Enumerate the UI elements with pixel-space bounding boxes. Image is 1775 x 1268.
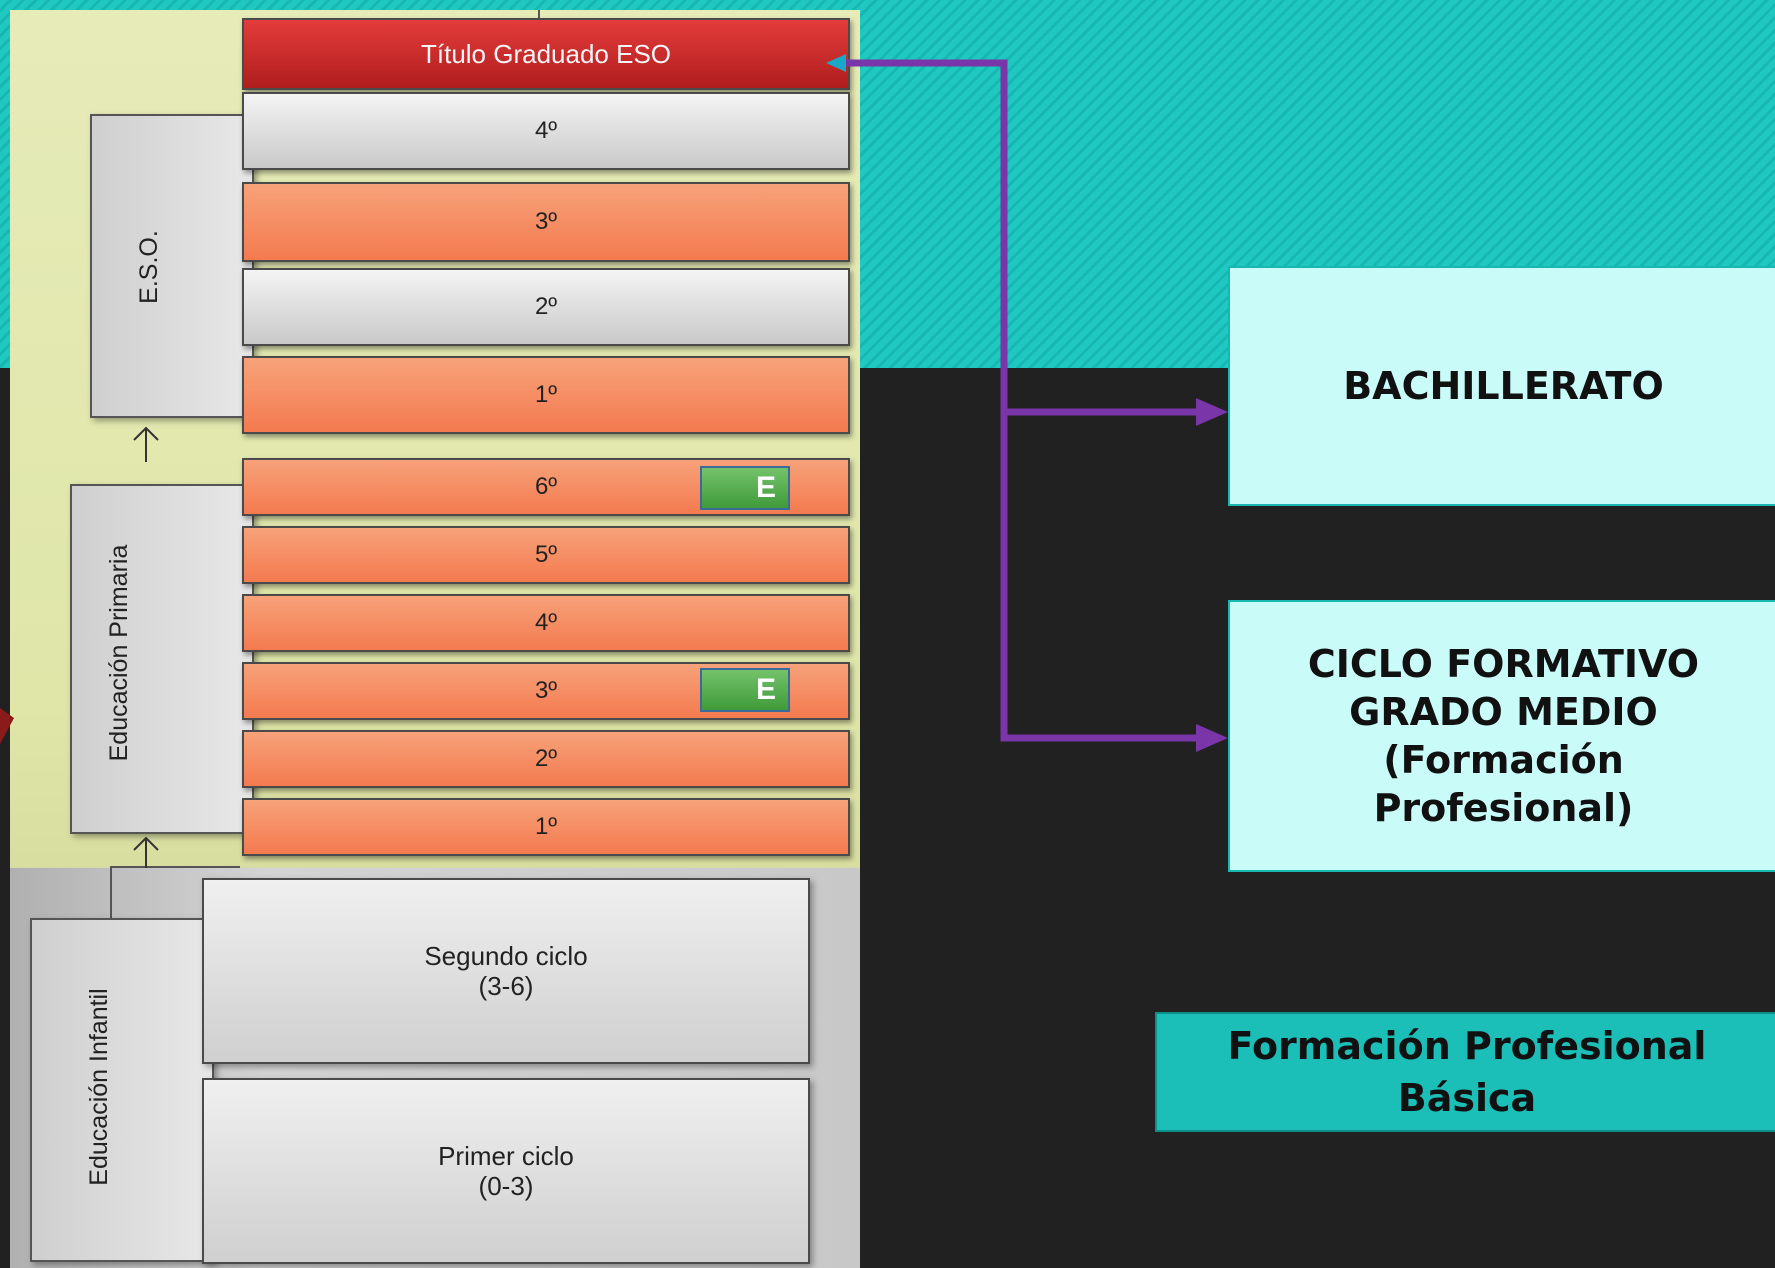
ciclo-label-line: (Formación — [1383, 738, 1624, 782]
eso-row-3: 3º — [242, 182, 850, 262]
left-edge-arrow-icon — [0, 708, 14, 744]
education-system-diagram: E.S.O. Educación Primaria Educación Infa… — [10, 10, 860, 1268]
infantil-segundo-ciclo: Segundo ciclo (3-6) — [202, 878, 810, 1064]
up-arrow-icon — [133, 426, 159, 462]
primaria-row-5: 5º — [242, 526, 850, 584]
ciclo-name: Primer ciclo — [438, 1141, 574, 1171]
guide-line — [538, 10, 540, 24]
primaria-row-4: 4º — [242, 594, 850, 652]
ciclo-label-line: GRADO MEDIO — [1349, 690, 1658, 734]
ciclo-name: Segundo ciclo — [424, 941, 588, 971]
fp-basica-box: Formación Profesional Básica — [1155, 1012, 1775, 1132]
infantil-primer-ciclo: Primer ciclo (0-3) — [202, 1078, 810, 1264]
evaluation-badge: E — [700, 668, 790, 712]
ciclo-formativo-box: CICLO FORMATIVO GRADO MEDIO (Formación P… — [1228, 600, 1775, 872]
bachillerato-box: BACHILLERATO — [1228, 266, 1775, 506]
ciclo-label-line: CICLO FORMATIVO — [1307, 642, 1700, 686]
titulo-graduado-eso: Título Graduado ESO — [242, 18, 850, 90]
ciclo-ages: (3-6) — [478, 971, 534, 1001]
infantil-stage-box — [30, 918, 214, 1262]
primaria-row-1: 1º — [242, 798, 850, 856]
bachillerato-label: BACHILLERATO — [1343, 364, 1664, 408]
ciclo-label-line: Profesional) — [1373, 786, 1634, 830]
eso-row-2: 2º — [242, 268, 850, 346]
eso-stage-box — [90, 114, 254, 418]
ciclo-ages: (0-3) — [478, 1171, 534, 1201]
primaria-stage-box — [70, 484, 254, 834]
eso-row-1: 1º — [242, 356, 850, 434]
up-arrow-icon — [133, 836, 159, 868]
guide-line — [110, 868, 112, 928]
fpb-label-line: Básica — [1397, 1076, 1537, 1120]
primaria-row-2: 2º — [242, 730, 850, 788]
guide-line — [110, 866, 240, 868]
eso-row-4: 4º — [242, 92, 850, 170]
fpb-label-line: Formación Profesional — [1227, 1024, 1707, 1068]
evaluation-badge: E — [700, 466, 790, 510]
